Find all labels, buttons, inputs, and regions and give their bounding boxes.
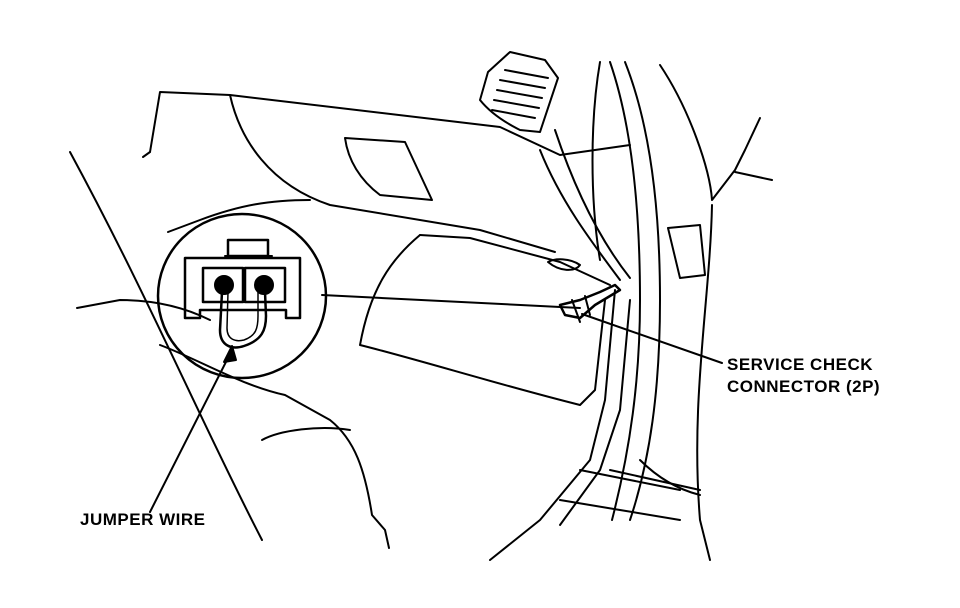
connector-latch (226, 238, 270, 258)
service-check-label-line2: CONNECTOR (2P) (727, 377, 881, 396)
dashboard-lower-panel (69, 91, 631, 549)
connector-cavity-left (201, 266, 245, 304)
connector-leader-line (321, 294, 581, 309)
jumper-arrowhead (223, 345, 237, 363)
dashboard-vent (479, 51, 559, 133)
service-check-label: SERVICE CHECK CONNECTOR (2P) (727, 354, 880, 398)
door-frame (489, 61, 701, 561)
connector-detail-circle (156, 212, 328, 380)
door-panel (559, 64, 773, 561)
kick-panel (359, 234, 611, 406)
service-check-label-line1: SERVICE CHECK (727, 355, 873, 374)
jumper-leader-line (149, 349, 233, 513)
terminal-left (214, 275, 234, 295)
dashboard-tab (344, 137, 433, 201)
service-check-leader-line (581, 313, 723, 364)
jumper-wire (218, 290, 268, 349)
service-connector-location (558, 283, 622, 323)
connector-body (183, 256, 302, 320)
jumper-wire-label: JUMPER WIRE (80, 510, 206, 529)
